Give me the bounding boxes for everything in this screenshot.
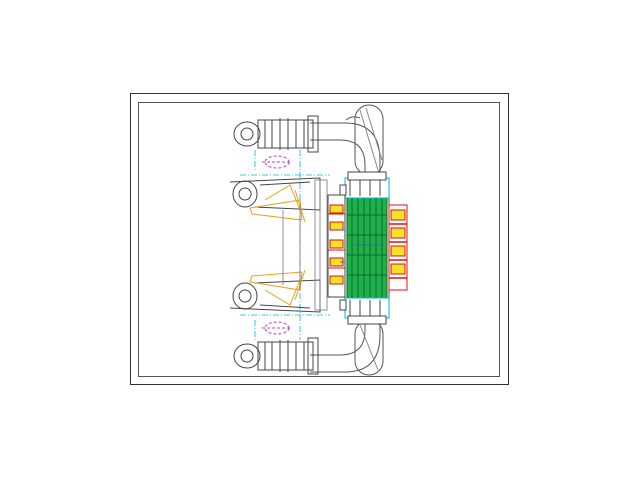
pipe-flanges — [339, 171, 387, 325]
right-valve-stack — [388, 204, 408, 291]
upper-wheel-yellow — [249, 184, 306, 223]
sheet-inner-border — [138, 102, 500, 377]
sheet-outer-border — [130, 93, 509, 385]
left-valve-stack — [327, 194, 346, 298]
lower-left-actuator — [233, 337, 319, 375]
blue-detail-marks — [340, 229, 380, 263]
lower-pipe-bend — [310, 317, 384, 376]
manifold-block — [344, 177, 390, 319]
cyan-centerlines — [240, 150, 330, 340]
lower-wheel-yellow — [249, 269, 306, 306]
magenta-reference-circles — [262, 155, 292, 335]
upper-left-actuator — [233, 115, 319, 153]
upper-pipe-bend — [310, 104, 384, 178]
center-frame — [282, 179, 328, 311]
